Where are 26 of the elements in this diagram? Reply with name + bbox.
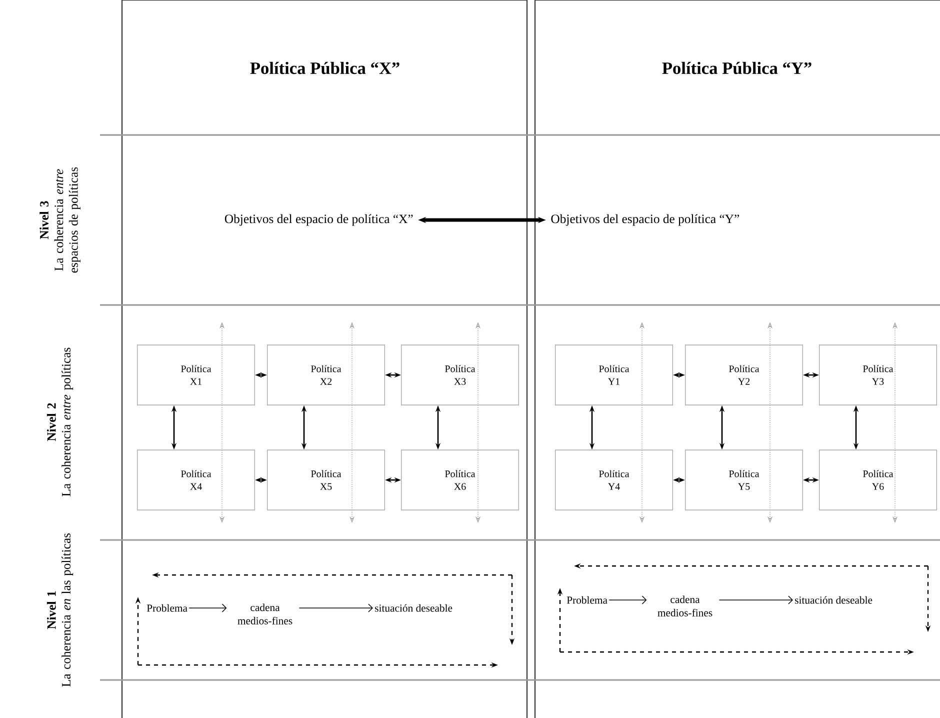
chain-text: situación deseable [375, 604, 452, 612]
column-header: Política Pública “X” [250, 62, 400, 74]
objective-text: Objetivos del espacio de política “Y” [551, 214, 740, 226]
arrow [718, 596, 793, 604]
policy-box: Política X4 [137, 450, 255, 510]
arrow [188, 604, 227, 612]
policy-box: Política Y3 [819, 344, 937, 406]
column-header: Política Pública “Y” [662, 62, 812, 74]
policy-box: Política Y2 [685, 344, 803, 406]
policy-box: Política Y4 [555, 450, 673, 510]
chain-text: Problema [146, 604, 188, 612]
policy-box: Política Y1 [555, 344, 673, 406]
arrow [608, 596, 647, 604]
arrow [298, 604, 373, 612]
chain-text: Problema [566, 596, 608, 604]
policy-box: Política X6 [401, 450, 519, 510]
policy-box: Política X5 [267, 450, 385, 510]
policy-box: Política Y6 [819, 450, 937, 510]
policy-box: Política X2 [267, 344, 385, 406]
chain-text: cadena medios-fines [658, 596, 712, 616]
policy-box: Política X3 [401, 344, 519, 406]
chain-text: cadena medios-fines [238, 604, 292, 624]
chain-text: situación deseable [795, 596, 872, 604]
policy-box: Política Y5 [685, 450, 803, 510]
policy-box: Política X1 [137, 344, 255, 406]
objective-text: Objetivos del espacio de política “X” [224, 214, 413, 226]
